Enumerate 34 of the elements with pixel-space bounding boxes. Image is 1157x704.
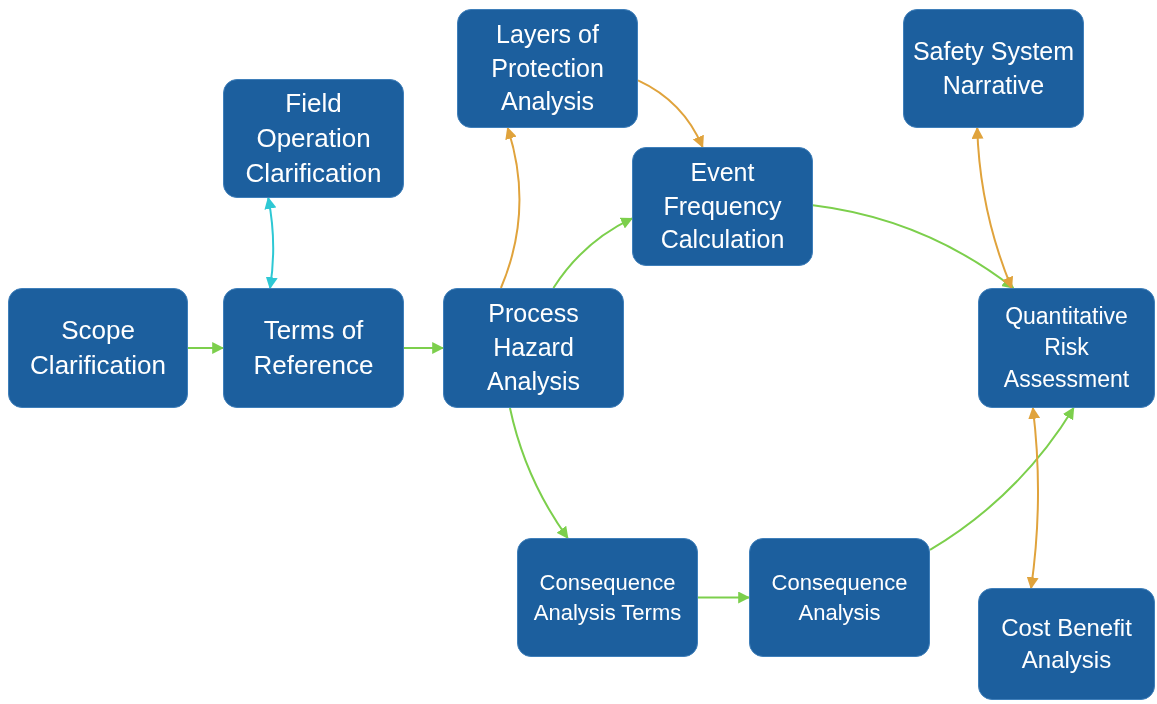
box-label: Safety System Narrative — [911, 35, 1076, 101]
process-box — [632, 147, 813, 266]
process-box — [903, 9, 1084, 128]
process-box — [443, 288, 624, 408]
process-box — [749, 538, 930, 657]
arrow — [697, 591, 751, 604]
process-box — [978, 588, 1155, 700]
box-label: Event Frequency Calculation — [659, 156, 786, 256]
arrow — [971, 126, 1014, 290]
box-label: Consequence Analysis — [770, 568, 909, 627]
process-box — [223, 79, 404, 198]
box-label: Process Hazard Analysis — [485, 298, 582, 397]
arrow — [552, 217, 634, 289]
process-box — [8, 288, 188, 408]
box-label: Field Operation Clarification — [244, 86, 383, 191]
box-label: Consequence Analysis Terms — [532, 568, 683, 627]
process-box — [223, 288, 404, 408]
box-label: Layers of Protection Analysis — [490, 18, 605, 118]
arrow — [929, 407, 1075, 551]
box-label: Quantitative Risk Assessment — [1002, 302, 1131, 394]
process-box — [457, 9, 638, 128]
arrow — [499, 126, 521, 289]
box-label: Scope Clarification — [29, 313, 167, 382]
process-box — [978, 288, 1155, 408]
arrow — [264, 196, 278, 290]
box-label: Cost Benefit Analysis — [1000, 612, 1133, 675]
arrow — [1026, 406, 1041, 590]
box-label: Terms of Reference — [252, 313, 375, 382]
arrow — [403, 342, 445, 354]
arrow — [187, 342, 225, 354]
arrow — [637, 79, 704, 149]
process-box — [517, 538, 698, 657]
arrow — [508, 407, 569, 539]
arrow — [812, 204, 1015, 289]
